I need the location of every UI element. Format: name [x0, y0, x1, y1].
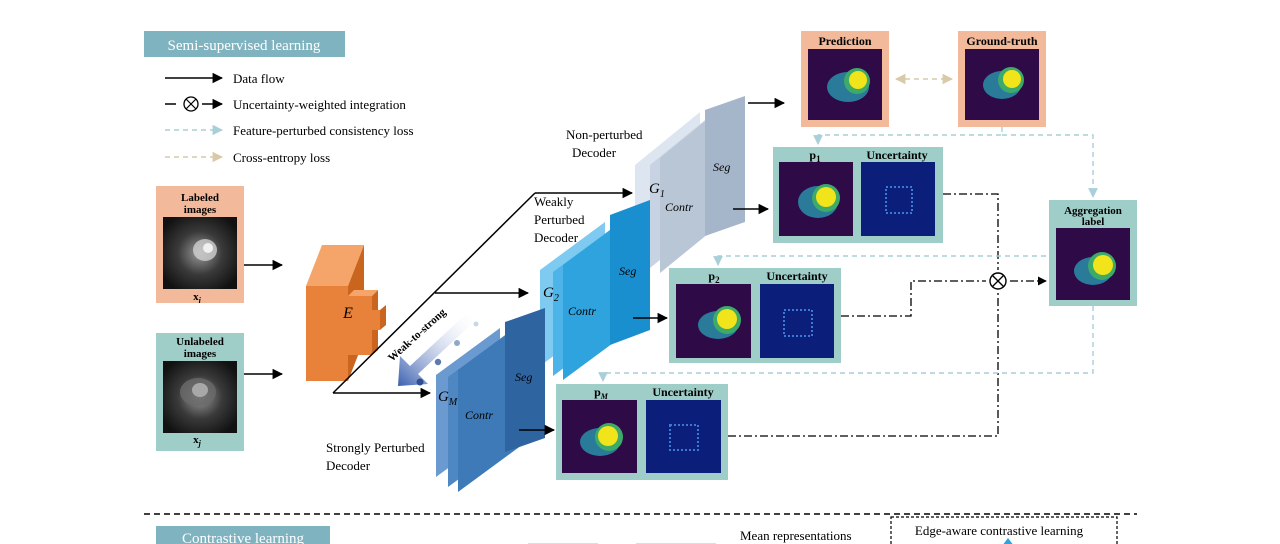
aggregation-box: Aggregation label — [1049, 200, 1137, 306]
unlabeled-title-line2: images — [184, 348, 217, 360]
pm-uncertainty-image — [646, 400, 721, 473]
g1-seg-label: Seg — [713, 160, 730, 174]
pm-uncertainty-title: Uncertainty — [652, 385, 713, 399]
pm-box: pM Uncertainty — [556, 384, 728, 480]
labeled-symbol: xi — [193, 291, 202, 305]
g2-label: G2 — [543, 285, 559, 304]
ground-truth-title: Ground-truth — [966, 34, 1037, 48]
section-tag-semi-supervised — [144, 31, 345, 57]
p2-uncertainty-title: Uncertainty — [766, 269, 827, 283]
unlabeled-images-box: Unlabeled images xj — [156, 333, 244, 451]
edge-aware-marker — [1003, 538, 1013, 544]
weakly-label-line2: Perturbed — [534, 212, 585, 227]
decoder-g1: G1 Contr Seg — [635, 96, 745, 273]
decoder-g2: G2 Contr Seg — [540, 200, 650, 380]
legend-integration-label: Uncertainty-weighted integration — [233, 97, 406, 112]
p1-uncertainty-title: Uncertainty — [866, 148, 927, 162]
gm-contr-label: Contr — [465, 408, 493, 422]
labeled-title-line1: Labeled — [181, 192, 219, 204]
labeled-images-box: Labeled images xi — [156, 186, 244, 305]
weakly-label-line3: Decoder — [534, 230, 579, 245]
strongly-label-line2: Decoder — [326, 458, 371, 473]
g1-label: G1 — [649, 181, 665, 200]
g2-seg-label: Seg — [619, 264, 636, 278]
unlabeled-symbol: xj — [193, 434, 202, 448]
ground-truth-box: Ground-truth — [958, 31, 1046, 127]
section-title-contrastive: Contrastive learning — [182, 531, 305, 544]
strongly-label-line1: Strongly Perturbed — [326, 440, 425, 455]
g1-contr-label: Contr — [665, 200, 693, 214]
encoder-label: E — [342, 305, 353, 322]
integration-line-p1 — [943, 193, 999, 270]
gm-seg-label: Seg — [515, 370, 532, 384]
integration-symbol — [989, 272, 1007, 290]
labeled-title-line2: images — [184, 204, 217, 216]
decoder-gm: GM Contr Seg — [436, 308, 545, 492]
p1-box: p1 Uncertainty — [773, 147, 943, 243]
p2-box: p2 Uncertainty — [669, 268, 841, 363]
aggregation-title-line1: Aggregation — [1064, 205, 1122, 217]
gm-label: GM — [438, 389, 458, 408]
p1-title: p1 — [809, 148, 821, 164]
g2-contr-label: Contr — [568, 304, 596, 318]
legend-consistency-label: Feature-perturbed consistency loss — [233, 123, 414, 138]
p1-uncertainty-image — [861, 162, 935, 236]
aggregation-to-pm — [598, 306, 1094, 382]
integration-line-p2 — [841, 280, 986, 317]
gt-to-aggregation — [1002, 134, 1098, 198]
p2-title: p2 — [708, 269, 720, 285]
weakly-label-line1: Weakly — [534, 194, 574, 209]
gt-to-p1-consistency — [813, 127, 1003, 145]
aggregation-title-line2: label — [1082, 216, 1105, 228]
legend-cross-entropy-label: Cross-entropy loss — [233, 150, 330, 165]
edge-aware-label: Edge-aware contrastive learning — [915, 523, 1084, 538]
mean-representations-label: Mean representations — [740, 528, 852, 543]
legend-data-flow-label: Data flow — [233, 71, 285, 86]
encoder-block: E — [306, 245, 386, 381]
non-perturbed-label-line1: Non-perturbed — [566, 127, 643, 142]
legend-integration-symbol — [183, 96, 199, 112]
branch-line-to-g1 — [332, 192, 536, 394]
non-perturbed-label-line2: Decoder — [572, 145, 617, 160]
legend: Data flow Uncertainty-weighted integrati… — [165, 71, 414, 165]
p2-uncertainty-image — [760, 284, 834, 358]
aggregation-to-p2 — [713, 255, 1046, 266]
section-tag-contrastive — [156, 526, 330, 544]
prediction-box: Prediction — [801, 31, 889, 127]
weak-to-strong-label: Weak-to-strong — [386, 306, 449, 364]
unlabeled-title-line1: Unlabeled — [176, 336, 224, 348]
pm-title: pM — [594, 385, 609, 401]
edge-aware-box — [890, 516, 1118, 544]
prediction-title: Prediction — [818, 34, 871, 48]
section-title-semi-supervised: Semi-supervised learning — [168, 38, 321, 54]
